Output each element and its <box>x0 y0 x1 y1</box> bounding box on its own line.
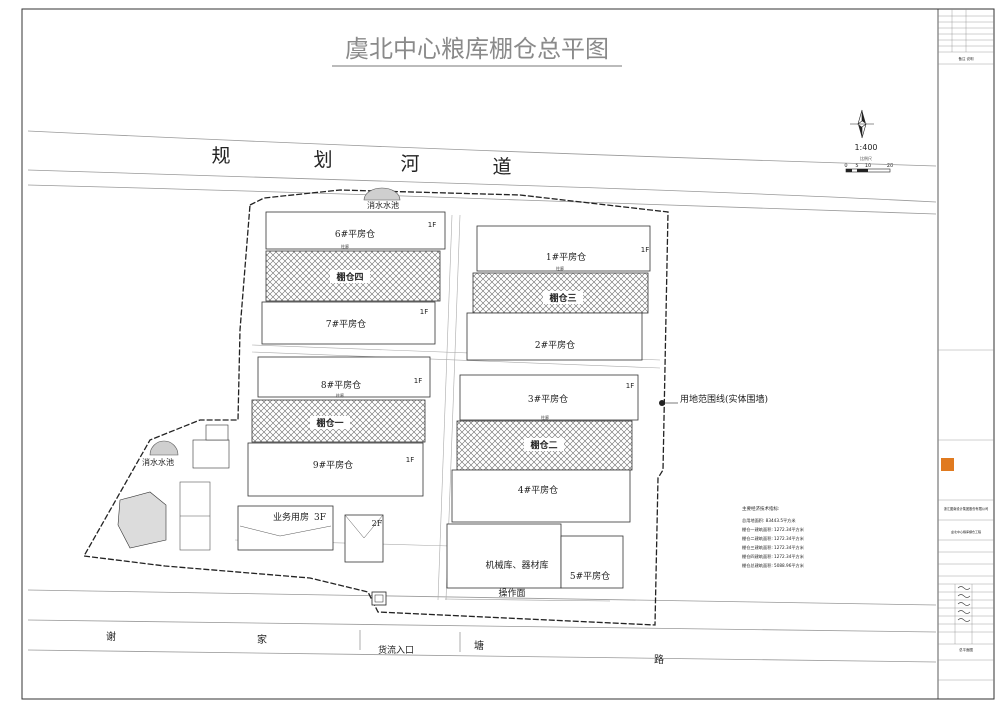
company-name: 浙江图南设计集团股份有限公司 <box>944 506 989 511</box>
warehouse-7-label: 7#平房仓 <box>326 318 366 330</box>
tech-row-6: 棚仓总建筑面积: 5088.96平方米 <box>742 562 805 569</box>
shed-4-label-bg <box>330 270 370 283</box>
warehouse-2-label: 2#平房仓 <box>535 339 575 351</box>
warehouse-7-floors: 1F <box>420 308 428 316</box>
machine-warehouse-label: 机械库、器材库 <box>485 559 548 571</box>
scale-caption: 比例尺 <box>860 155 872 161</box>
warehouse-8-floors: 1F <box>414 377 422 385</box>
drawing-name: 总平面图 <box>959 647 973 652</box>
project-name: 虞北中心粮库棚仓工程 <box>951 529 981 534</box>
work-area-label: 操作面 <box>498 587 525 599</box>
river-char-2: 划 <box>313 149 332 171</box>
shed-4-label: 棚仓四 <box>336 271 363 283</box>
title-block-frame <box>937 8 995 700</box>
warehouse-6-corridor: 柱廊 <box>341 243 349 249</box>
warehouse-7-footprint <box>261 301 436 345</box>
shed-3-label-bg <box>543 291 583 304</box>
river-char-3: 河 <box>400 153 419 175</box>
warehouse-3-floors: 1F <box>626 382 634 390</box>
cargo-entrance-label: 货流入口 <box>378 644 414 656</box>
river-banks <box>27 130 937 215</box>
warehouse-6-floors: 1F <box>428 221 436 229</box>
river-char-4: 道 <box>492 156 511 178</box>
scale-tick-10: 10 <box>865 163 871 169</box>
warehouse-4-footprint <box>451 469 631 523</box>
pump-room <box>192 439 230 469</box>
fire-pool-left-label: 消水水池 <box>142 457 174 467</box>
office-building-label: 业务用房 <box>273 511 309 523</box>
tech-table-title: 主要经济技术指标: <box>742 505 780 512</box>
office-building-footprint <box>237 505 334 551</box>
title-block-notes-heading: 备注 说明 <box>958 56 974 61</box>
signature-marks <box>957 586 971 622</box>
river-char-1: 规 <box>211 145 230 167</box>
fire-pool-left-icon <box>149 440 179 456</box>
scale-tick-20: 20 <box>887 163 893 169</box>
warehouse-3-label: 3#平房仓 <box>528 393 568 405</box>
building-2f-label: 2F <box>372 519 383 528</box>
warehouse-9-floors: 1F <box>406 456 414 464</box>
guard-house-inner <box>374 594 384 603</box>
road-char-1: 谢 <box>106 630 116 643</box>
road-char-2: 家 <box>257 633 267 646</box>
boundary-marker <box>659 400 665 406</box>
fire-pool-top-icon <box>363 187 401 201</box>
north-arrow-icon <box>850 109 874 139</box>
warehouse-8-label: 8#平房仓 <box>321 379 361 391</box>
guard-house <box>371 591 387 606</box>
road-edges <box>27 589 937 663</box>
warehouse-5-footprint <box>560 535 624 589</box>
warehouse-9-label: 9#平房仓 <box>313 459 353 471</box>
warehouse-9-footprint <box>247 442 424 497</box>
boundary-label: 用地范围线(实体围墙) <box>680 393 768 405</box>
company-logo <box>941 458 954 471</box>
scale-tick-0: 0 <box>844 163 847 169</box>
warehouse-8-footprint <box>257 356 431 398</box>
scale-ratio: 1:400 <box>854 143 877 152</box>
scale-bar <box>845 168 891 173</box>
road-char-3: 塘 <box>474 639 484 652</box>
drawing-title: 虞北中心粮库棚仓总平图 <box>345 35 609 63</box>
shed-1-label: 棚仓一 <box>316 417 343 429</box>
warehouse-8-corridor: 柱廊 <box>336 392 344 398</box>
building-2f-roof <box>344 514 384 539</box>
road-char-4: 路 <box>654 653 664 666</box>
scale-tick-5: 5 <box>855 163 858 169</box>
warehouse-1-corridor: 柱廊 <box>556 265 564 271</box>
fire-pool-top-label: 消水水池 <box>367 200 399 210</box>
shed-1-label-bg <box>310 416 350 429</box>
warehouse-6-footprint <box>265 211 446 250</box>
warehouse-1-label: 1#平房仓 <box>546 251 586 263</box>
shed-2-label: 棚仓二 <box>530 439 557 451</box>
title-block-grid <box>938 9 994 681</box>
warehouse-4-label: 4#平房仓 <box>518 484 558 496</box>
warehouse-1-floors: 1F <box>641 246 649 254</box>
warehouse-3-footprint <box>459 374 639 421</box>
tech-row-2: 棚仓一建筑面积: 1272.34平方米 <box>742 526 805 533</box>
warehouse-3-corridor: 柱廊 <box>541 414 549 420</box>
stair-block <box>117 491 167 549</box>
small-block <box>205 424 229 441</box>
shed-2-label-bg <box>524 438 564 451</box>
tech-row-4: 棚仓三建筑面积: 1272.34平方米 <box>742 544 805 551</box>
office-roof-lines <box>239 525 332 537</box>
tech-row-5: 棚仓四建筑面积: 1272.34平方米 <box>742 553 805 560</box>
machine-warehouse-footprint <box>446 523 562 589</box>
tech-row-3: 棚仓二建筑面积: 1272.34平方米 <box>742 535 805 542</box>
work-area-line <box>444 598 611 602</box>
office-building-floors: 3F <box>314 513 326 523</box>
shed-3-label: 棚仓三 <box>549 292 576 304</box>
warehouse-6-label: 6#平房仓 <box>335 228 375 240</box>
tech-row-1: 总用地面积: 83443.5平方米 <box>742 517 796 524</box>
warehouse-2-footprint <box>466 312 643 361</box>
warehouse-5-label: 5#平房仓 <box>570 570 610 582</box>
warehouse-1-footprint <box>476 225 651 272</box>
